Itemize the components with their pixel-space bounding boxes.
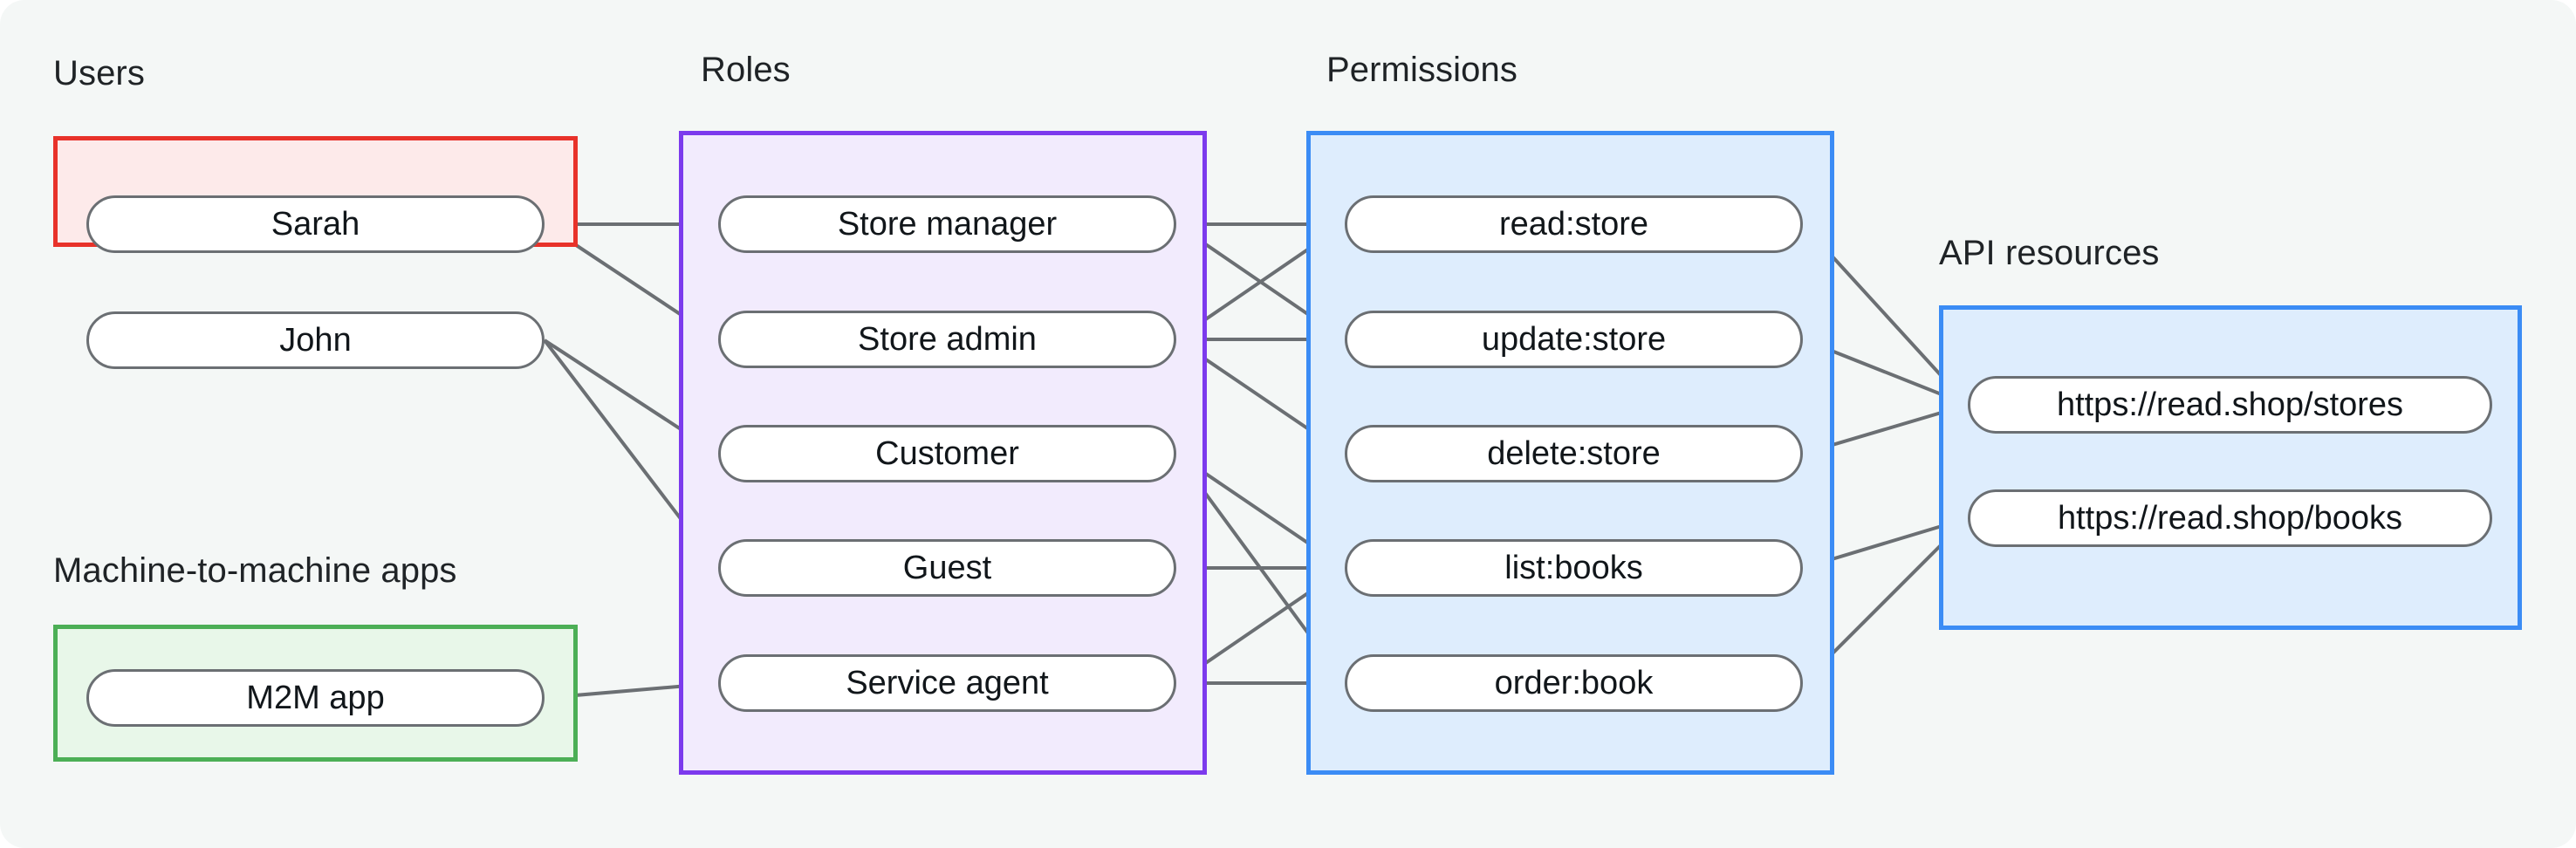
node-label: Sarah [271, 205, 360, 243]
node-service_agent[interactable]: Service agent [718, 654, 1176, 712]
node-label: John [279, 321, 352, 359]
node-order_book[interactable]: order:book [1345, 654, 1803, 712]
group-title-roles: Roles [701, 51, 791, 89]
group-title-m2m: Machine-to-machine apps [53, 551, 457, 590]
node-label: Store admin [858, 320, 1037, 358]
group-title-permissions: Permissions [1326, 51, 1518, 89]
node-store_admin[interactable]: Store admin [718, 311, 1176, 368]
node-label: Store manager [837, 205, 1058, 243]
group-title-users: Users [53, 54, 145, 92]
node-label: read:store [1498, 205, 1649, 243]
node-guest[interactable]: Guest [718, 539, 1176, 597]
group-box-api_resources [1939, 305, 2522, 630]
node-store_manager[interactable]: Store manager [718, 195, 1176, 253]
node-delete_store[interactable]: delete:store [1345, 425, 1803, 482]
node-label: Guest [902, 549, 992, 586]
node-label: https://read.shop/books [2057, 499, 2403, 537]
node-m2mapp[interactable]: M2M app [86, 669, 545, 727]
node-stores_url[interactable]: https://read.shop/stores [1968, 376, 2492, 434]
group-title-api_resources: API resources [1939, 234, 2160, 272]
node-label: M2M app [246, 679, 385, 716]
node-customer[interactable]: Customer [718, 425, 1176, 482]
node-sarah[interactable]: Sarah [86, 195, 545, 253]
node-label: order:book [1494, 664, 1654, 701]
node-label: list:books [1504, 549, 1643, 586]
node-label: https://read.shop/stores [2056, 386, 2404, 423]
node-books_url[interactable]: https://read.shop/books [1968, 489, 2492, 547]
node-list_books[interactable]: list:books [1345, 539, 1803, 597]
node-label: update:store [1481, 320, 1667, 358]
node-john[interactable]: John [86, 311, 545, 369]
node-label: Service agent [846, 664, 1049, 701]
node-read_store[interactable]: read:store [1345, 195, 1803, 253]
node-label: Customer [875, 434, 1019, 472]
node-update_store[interactable]: update:store [1345, 311, 1803, 368]
node-label: delete:store [1487, 434, 1661, 472]
